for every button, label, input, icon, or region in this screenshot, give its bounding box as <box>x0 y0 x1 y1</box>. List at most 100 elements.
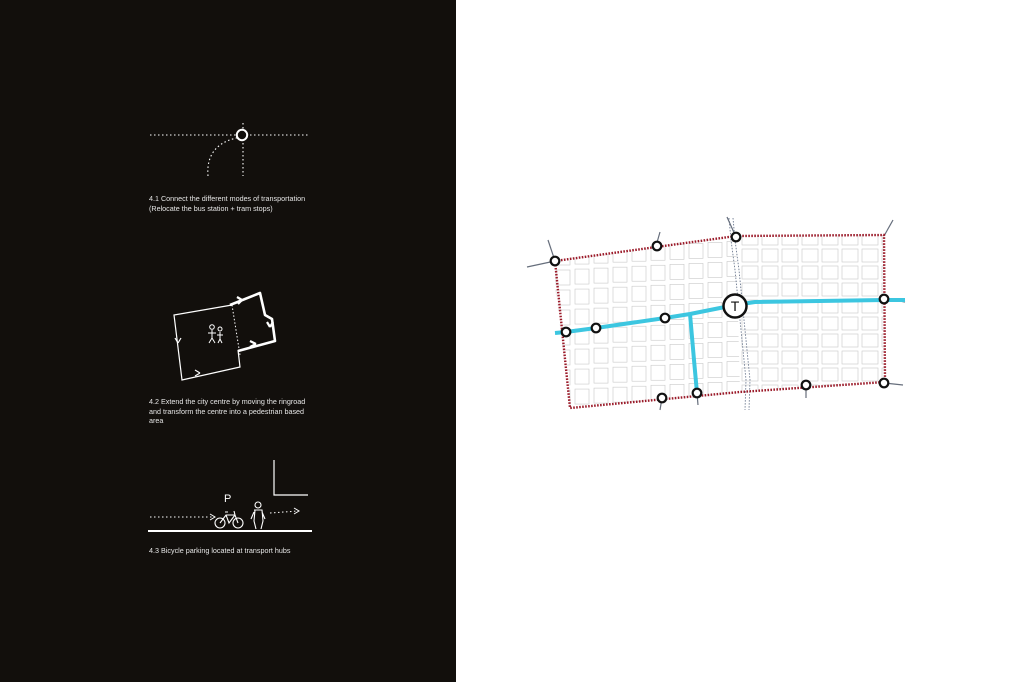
city-block <box>861 333 879 348</box>
city-block <box>841 333 859 348</box>
tram-hub-label: T <box>731 298 740 314</box>
city-block <box>841 265 859 280</box>
city-block <box>881 248 885 263</box>
stop-marker-icon <box>691 387 703 399</box>
city-block <box>761 235 779 246</box>
stop-marker-icon <box>656 392 668 404</box>
city-block <box>801 282 819 297</box>
parking-sign-label: P <box>224 493 231 505</box>
city-block <box>741 235 759 246</box>
city-block <box>761 248 779 263</box>
transport-stops <box>549 231 890 404</box>
city-centre-map: T <box>526 216 906 411</box>
city-block <box>781 333 799 348</box>
city-block <box>741 265 759 280</box>
city-block <box>669 403 685 408</box>
city-block <box>669 323 685 340</box>
stop-marker-icon <box>800 379 812 391</box>
ringroad <box>553 233 887 410</box>
city-block <box>593 307 609 324</box>
city-block <box>841 316 859 331</box>
city-block <box>881 333 885 348</box>
step-4-1-line-2: (Relocate the bus station + tram stops) <box>149 203 273 213</box>
city-block <box>726 241 740 257</box>
city-block <box>741 333 759 348</box>
street-grid-west <box>555 236 740 408</box>
city-block <box>574 368 590 385</box>
right-panel: T <box>456 0 1024 682</box>
city-block <box>881 235 885 246</box>
city-block <box>781 282 799 297</box>
city-block <box>761 367 779 382</box>
step-4-2-caption: 4.2 Extend the city centre by moving the… <box>149 397 305 426</box>
city-block <box>861 282 879 297</box>
left-panel: 4.1 Connect the different modes of trans… <box>0 0 456 682</box>
step-4-1-caption: 4.1 Connect the different modes of trans… <box>149 194 305 213</box>
city-block <box>761 265 779 280</box>
city-block <box>707 236 723 238</box>
step-4-3-caption: 4.3 Bicycle parking located at transport… <box>149 546 290 556</box>
city-block <box>801 316 819 331</box>
city-block <box>707 262 723 278</box>
city-block <box>593 347 609 364</box>
city-block <box>761 316 779 331</box>
city-block <box>707 242 723 258</box>
stop-marker-icon <box>651 240 663 252</box>
city-block <box>881 299 885 314</box>
step-4-2-line-2: and transform the centre into a pedestri… <box>149 406 305 416</box>
city-block <box>741 282 759 297</box>
city-block <box>707 282 723 298</box>
city-block <box>781 265 799 280</box>
city-block <box>669 263 685 280</box>
city-block <box>861 248 879 263</box>
city-block <box>574 288 590 305</box>
city-block <box>688 343 704 359</box>
city-block <box>669 236 685 240</box>
step-4-2-line-1: 4.2 Extend the city centre by moving the… <box>149 397 306 406</box>
city-block <box>801 248 819 263</box>
city-block <box>801 333 819 348</box>
city-block <box>841 367 859 382</box>
city-block <box>781 350 799 365</box>
city-block <box>726 321 740 337</box>
step-4-1-line-1: 4.1 Connect the different modes of trans… <box>149 194 306 203</box>
city-block <box>841 384 859 392</box>
city-block <box>612 406 628 408</box>
city-block <box>881 367 885 382</box>
city-block <box>650 284 666 301</box>
city-block <box>801 350 819 365</box>
city-block <box>841 350 859 365</box>
transport-junction-sketch <box>150 123 310 177</box>
city-block <box>612 346 628 363</box>
city-block <box>881 265 885 280</box>
city-block <box>593 387 609 404</box>
city-block <box>631 305 647 322</box>
city-block <box>726 341 740 357</box>
city-block <box>761 333 779 348</box>
city-block <box>821 333 839 348</box>
city-block <box>688 263 704 279</box>
city-block <box>841 248 859 263</box>
city-block <box>726 261 740 277</box>
city-block <box>688 323 704 339</box>
city-block <box>574 388 590 405</box>
city-block <box>761 384 779 392</box>
city-block <box>593 407 609 408</box>
city-block <box>555 309 571 326</box>
city-block <box>612 236 628 243</box>
city-block <box>707 322 723 338</box>
city-block <box>707 362 723 378</box>
stop-marker-icon <box>878 293 890 305</box>
city-block <box>707 342 723 358</box>
stop-marker-icon <box>560 326 572 338</box>
stop-marker-icon <box>590 322 602 334</box>
city-block <box>726 361 740 377</box>
city-block <box>821 235 839 246</box>
city-block <box>612 306 628 323</box>
city-block <box>669 363 685 380</box>
city-block <box>631 325 647 342</box>
city-block <box>761 350 779 365</box>
city-block <box>650 264 666 281</box>
city-block <box>612 366 628 383</box>
city-block <box>593 367 609 384</box>
